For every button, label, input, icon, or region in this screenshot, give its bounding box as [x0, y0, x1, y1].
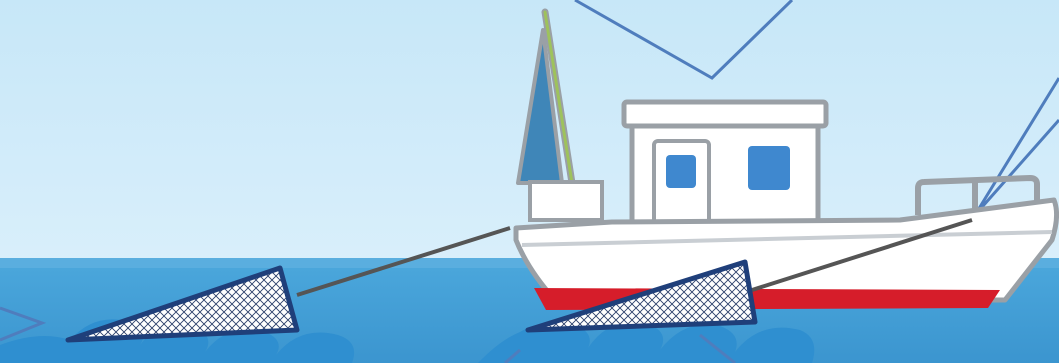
door-window — [666, 155, 696, 188]
deck-box — [530, 182, 602, 220]
cabin-roof — [624, 102, 826, 126]
cabin-window — [748, 146, 790, 190]
